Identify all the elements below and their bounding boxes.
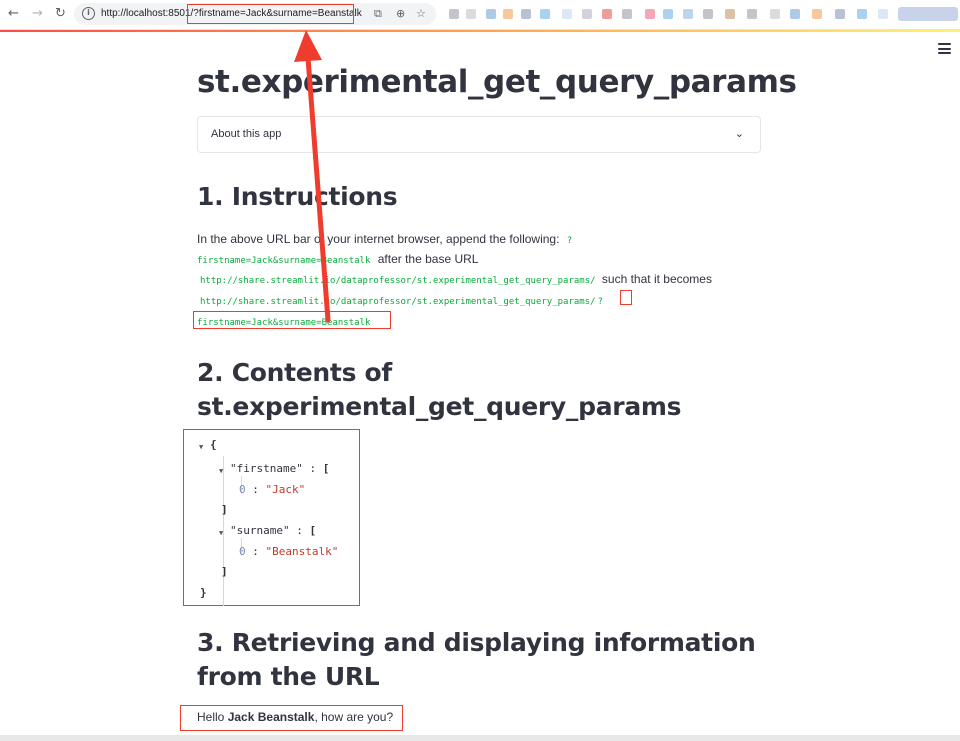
extension-icon[interactable] bbox=[622, 9, 632, 19]
zoom-icon[interactable]: ⊕ bbox=[396, 7, 406, 20]
extension-icon[interactable] bbox=[503, 9, 513, 19]
section-heading-instructions: 1. Instructions bbox=[197, 182, 398, 211]
profile-chip[interactable] bbox=[898, 7, 958, 21]
instruction-text: In the above URL bar of your internet br… bbox=[197, 232, 560, 246]
extension-icon[interactable] bbox=[747, 9, 757, 19]
instruction-line-1: In the above URL bar of your internet br… bbox=[197, 231, 572, 249]
inline-code: http://share.streamlit.io/dataprofessor/… bbox=[200, 276, 596, 286]
url-query: ?firstname=Jack&surname=Beanstalk bbox=[193, 8, 362, 19]
json-string-value: "Beanstalk" bbox=[265, 545, 339, 558]
extension-icon[interactable] bbox=[878, 9, 888, 19]
json-bracket: [ bbox=[322, 462, 330, 475]
json-close-bracket: ] bbox=[221, 565, 228, 579]
json-index: 0 bbox=[239, 545, 246, 558]
forward-arrow-icon[interactable]: → bbox=[32, 6, 43, 21]
extension-icon[interactable] bbox=[582, 9, 592, 19]
page-title: st.experimental_get_query_params bbox=[197, 64, 797, 100]
extension-icon[interactable] bbox=[835, 9, 845, 19]
json-colon: : bbox=[296, 524, 303, 537]
inline-code: firstname=Jack&surname=Beanstalk bbox=[197, 256, 371, 266]
json-index: 0 bbox=[239, 483, 246, 496]
extension-icon[interactable] bbox=[486, 9, 496, 19]
collapse-triangle-icon[interactable]: ▼ bbox=[219, 467, 224, 475]
instruction-line-2: firstname=Jack&surname=Beanstalk after t… bbox=[197, 251, 478, 269]
question-mark-highlight bbox=[620, 290, 632, 305]
url-query-highlight bbox=[187, 4, 354, 24]
annotation-arrow-head bbox=[294, 30, 322, 62]
browser-toolbar: ← → ↻ i http://localhost:8501/?firstname… bbox=[0, 0, 960, 30]
instruction-text: such that it becomes bbox=[601, 272, 712, 286]
instruction-text: after the base URL bbox=[377, 252, 479, 266]
section-heading-retrieving: 3. Retrieving and displaying information… bbox=[197, 628, 756, 691]
json-item-jack: 0 : "Jack" bbox=[239, 483, 305, 497]
chevron-down-icon: ⌄ bbox=[734, 127, 744, 140]
json-item-beanstalk: 0 : "Beanstalk" bbox=[239, 545, 338, 559]
json-colon: : bbox=[252, 483, 259, 496]
extension-icon[interactable] bbox=[602, 9, 612, 19]
url-text: http://localhost:8501/?firstname=Jack&su… bbox=[101, 7, 362, 21]
section-heading-contents: 2. Contents of st.experimental_get_query… bbox=[197, 358, 682, 421]
extension-icon[interactable] bbox=[770, 9, 780, 19]
query-string-highlight bbox=[193, 311, 391, 329]
extension-icon[interactable] bbox=[812, 9, 822, 19]
greeting-name: Jack Beanstalk bbox=[227, 710, 315, 724]
instruction-line-5: firstname=Jack&surname=Beanstalk bbox=[197, 313, 370, 331]
extension-icon[interactable] bbox=[790, 9, 800, 19]
collapse-triangle-icon[interactable]: ▼ bbox=[219, 529, 224, 537]
greeting-highlight bbox=[180, 705, 403, 731]
extension-icon[interactable] bbox=[645, 9, 655, 19]
inline-code: http://share.streamlit.io/dataprofessor/… bbox=[200, 297, 596, 307]
extension-icon[interactable] bbox=[703, 9, 713, 19]
greeting-suffix: , how are you? bbox=[314, 710, 394, 724]
window-bottom-edge bbox=[0, 735, 960, 741]
reload-icon[interactable]: ↻ bbox=[55, 6, 66, 21]
extension-icon[interactable] bbox=[449, 9, 459, 19]
site-info-icon[interactable]: i bbox=[82, 7, 95, 20]
greeting-prefix: Hello bbox=[197, 710, 225, 724]
expander-label: About this app bbox=[211, 128, 282, 140]
extension-icon[interactable] bbox=[562, 9, 572, 19]
bookmark-star-icon[interactable]: ☆ bbox=[416, 7, 426, 20]
inline-code: ? bbox=[566, 236, 573, 246]
extension-icon[interactable] bbox=[725, 9, 735, 19]
json-key-surname[interactable]: ▼ "surname" : [ bbox=[219, 524, 316, 538]
extension-icon[interactable] bbox=[683, 9, 693, 19]
greeting-text: Hello Jack Beanstalk, how are you? bbox=[197, 710, 393, 724]
json-root-close: } bbox=[200, 586, 207, 600]
json-brace: { bbox=[210, 438, 217, 451]
back-arrow-icon[interactable]: ← bbox=[8, 6, 19, 21]
inline-code: firstname=Jack&surname=Beanstalk bbox=[197, 318, 371, 328]
json-indent-guide bbox=[241, 476, 242, 494]
url-host: http://localhost:8501/ bbox=[101, 8, 194, 19]
streamlit-header-decoration bbox=[0, 30, 960, 32]
json-colon: : bbox=[309, 462, 317, 475]
json-viewer-highlight bbox=[183, 429, 360, 606]
translate-icon[interactable]: ⧉ bbox=[374, 7, 382, 20]
hamburger-menu-icon[interactable] bbox=[938, 43, 951, 54]
json-key: "surname" bbox=[230, 524, 290, 537]
json-brace: } bbox=[200, 586, 207, 599]
instruction-line-3: http://share.streamlit.io/dataprofessor/… bbox=[197, 271, 712, 289]
json-key-firstname[interactable]: ▼ "firstname" : [ bbox=[219, 462, 329, 476]
extension-icon[interactable] bbox=[466, 9, 476, 19]
json-bracket: ] bbox=[221, 503, 228, 516]
collapse-triangle-icon[interactable]: ▼ bbox=[199, 443, 204, 451]
json-close-bracket: ] bbox=[221, 503, 228, 517]
extension-icon[interactable] bbox=[857, 9, 867, 19]
json-root-open[interactable]: ▼ { bbox=[199, 438, 217, 452]
json-key: "firstname" bbox=[230, 462, 303, 475]
json-indent-guide bbox=[241, 538, 242, 556]
json-indent-guide bbox=[223, 456, 224, 606]
json-colon: : bbox=[252, 545, 259, 558]
extension-icon[interactable] bbox=[663, 9, 673, 19]
extension-icon[interactable] bbox=[540, 9, 550, 19]
json-bracket: ] bbox=[221, 565, 228, 578]
instruction-line-4: http://share.streamlit.io/dataprofessor/… bbox=[197, 292, 603, 310]
address-bar[interactable]: i http://localhost:8501/?firstname=Jack&… bbox=[74, 3, 436, 25]
about-expander[interactable]: About this app ⌄ bbox=[197, 116, 761, 153]
inline-code-question: ? bbox=[597, 297, 603, 307]
json-string-value: "Jack" bbox=[265, 483, 306, 496]
extension-icon[interactable] bbox=[521, 9, 531, 19]
json-bracket: [ bbox=[309, 524, 317, 537]
